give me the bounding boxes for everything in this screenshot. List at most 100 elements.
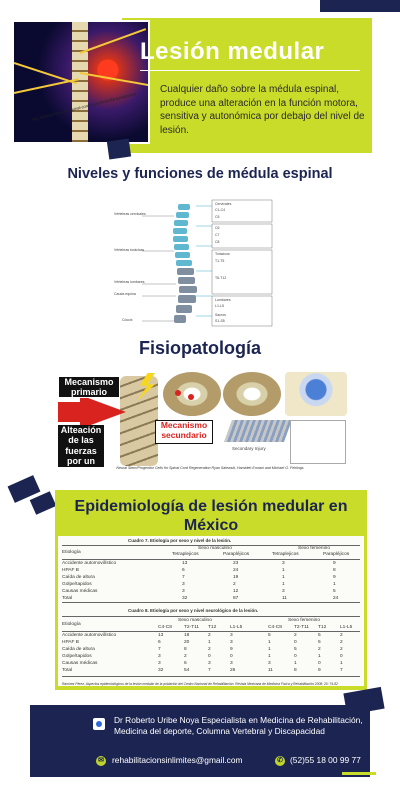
label-cervicales: Cervicales xyxy=(215,202,232,206)
label-cauda-equina: Cauda equina xyxy=(114,292,136,296)
table2-title: Cuadro 8. Etiología por sexo y nivel neu… xyxy=(128,608,259,613)
table-row-label: Caída de altura xyxy=(62,575,95,580)
table-cell: 3 xyxy=(230,640,233,645)
table-row-label: Accidente automovilístico xyxy=(62,561,117,566)
label-l1-l5: L1-L5 xyxy=(215,304,224,308)
table1-title: Cuadro 7. Etiología por sexo y nivel de … xyxy=(128,538,232,543)
pathophysiology-heading: Fisiopatología xyxy=(138,338,261,358)
table-cell: 5 xyxy=(294,647,297,652)
table-cell: 3 xyxy=(182,582,185,587)
table-cell: 12 xyxy=(233,589,239,594)
table-cell: 9 xyxy=(230,647,233,652)
table-cell: 7 xyxy=(158,647,161,652)
label-lumbares: Lumbares xyxy=(215,298,231,302)
decor-green-line xyxy=(342,772,376,775)
table-cell: 0 xyxy=(230,654,233,659)
table-cell: 2 xyxy=(340,640,343,645)
label-c8: C8 xyxy=(215,240,220,244)
mechanism-secondary-label: Mecanismo secundario xyxy=(155,420,213,444)
table-cell: 0 xyxy=(340,654,343,659)
table-cell: 5 xyxy=(333,589,336,594)
injury-dot xyxy=(175,390,181,396)
force-arrow-stem xyxy=(58,402,80,422)
contact-phone[interactable]: (52)55 18 00 99 77 xyxy=(290,755,361,765)
table-cell: 8 xyxy=(184,647,187,652)
table-cell: 3 xyxy=(208,661,211,666)
table-cell: 23 xyxy=(233,561,239,566)
table-row-label: Accidente automovilístico xyxy=(62,633,117,638)
label-c5: C5 xyxy=(215,215,220,219)
table-cell: 1 xyxy=(294,661,297,666)
header-green-panel xyxy=(122,18,372,153)
table-row-label: Caída de altura xyxy=(62,647,95,652)
table-source: Ramírez Pérez, Aspectos epidemiológicos … xyxy=(62,682,338,686)
table-cell: 20 xyxy=(184,640,190,645)
force-arrow-icon xyxy=(80,395,126,429)
table2-group-female: Sexo femenino xyxy=(288,618,320,623)
table-row-label: Golpe/tapidos xyxy=(62,654,92,659)
table-cell: 1 xyxy=(333,582,336,587)
table-cell: 24 xyxy=(233,568,239,573)
table-cell: 18 xyxy=(184,633,190,638)
table-cell: 3 xyxy=(182,589,185,594)
author-credentials: Dr Roberto Uribe Noya Especialista en Me… xyxy=(114,715,363,737)
table-cell: 5 xyxy=(268,633,271,638)
contact-email[interactable]: rehabilitacionsinlimites@gmail.com xyxy=(112,755,243,765)
table-cell: 1 xyxy=(268,647,271,652)
table-cell: 2 xyxy=(208,647,211,652)
table-cell: 32 xyxy=(182,596,188,601)
table-cell: 1 xyxy=(282,568,285,573)
decor-navy-square xyxy=(106,138,132,160)
table-cell: 8 xyxy=(333,568,336,573)
spine-nerve-illustration xyxy=(12,20,150,144)
cell-micrograph xyxy=(285,372,347,416)
label-thoracic-vertebrae: Vértebras torácicas xyxy=(114,248,145,252)
table-cell: 2 xyxy=(318,647,321,652)
table-cell: 7 xyxy=(208,668,211,673)
vertebra-graphic xyxy=(120,376,158,466)
table2-subheader: L1-L5 xyxy=(340,625,353,630)
epidemiology-tables: Cuadro 7. Etiología por sexo y nivel de … xyxy=(58,536,364,686)
table-row-label: HPAF B xyxy=(62,568,79,573)
table-cell: 2 xyxy=(233,582,236,587)
table-cell: 1 xyxy=(340,661,343,666)
label-s1-s5: S1-S5 xyxy=(215,319,225,323)
mechanism-primary-label: Mecanismo primario xyxy=(58,376,120,398)
axon-damage-graphic xyxy=(223,420,293,442)
legend-box xyxy=(290,420,346,464)
table-cell: 13 xyxy=(182,561,188,566)
decor-navy-square xyxy=(343,686,385,716)
table-row-label: Golpe/tapidos xyxy=(62,582,92,587)
table2-subheader: T12 xyxy=(318,625,327,630)
table2-subheader: T12 xyxy=(208,625,217,630)
table-cell: 3 xyxy=(268,661,271,666)
title-underline xyxy=(140,70,360,71)
decor-navy-bar xyxy=(320,0,400,12)
table-cell: 6 xyxy=(158,640,161,645)
table-cell: 1 xyxy=(208,640,211,645)
table-cell: 3 xyxy=(282,589,285,594)
footer-panel xyxy=(30,705,370,777)
table2-row-header: Etiología xyxy=(62,622,81,627)
table-cell: 7 xyxy=(340,668,343,673)
table-cell: 8 xyxy=(294,668,297,673)
table-cell: 24 xyxy=(333,596,339,601)
table-cell: 9 xyxy=(333,575,336,580)
table-cell: 9 xyxy=(318,668,321,673)
whatsapp-icon: ✆ xyxy=(275,756,285,766)
label-sacros: Sacros xyxy=(215,313,226,317)
envelope-icon: ✉ xyxy=(96,756,106,766)
table-cell: 13 xyxy=(158,633,164,638)
table-row-label: Total xyxy=(62,668,73,673)
page-title: Lesión medular xyxy=(140,38,325,65)
table-cell: 3 xyxy=(230,633,233,638)
secondary-injury-label: Secondary Injury xyxy=(232,446,266,451)
table1-row-header: Etiología xyxy=(62,550,81,555)
figure-caption: Neural Stem/Progenitor Cells for Spinal … xyxy=(116,466,304,470)
table-cell: 2 xyxy=(208,633,211,638)
spinal-levels-diagram xyxy=(112,196,280,330)
table1-subheader: Parapléjicos xyxy=(223,552,250,557)
table-cell: 3 xyxy=(158,661,161,666)
label-c7: C7 xyxy=(215,233,220,237)
table-cell: 1 xyxy=(318,654,321,659)
